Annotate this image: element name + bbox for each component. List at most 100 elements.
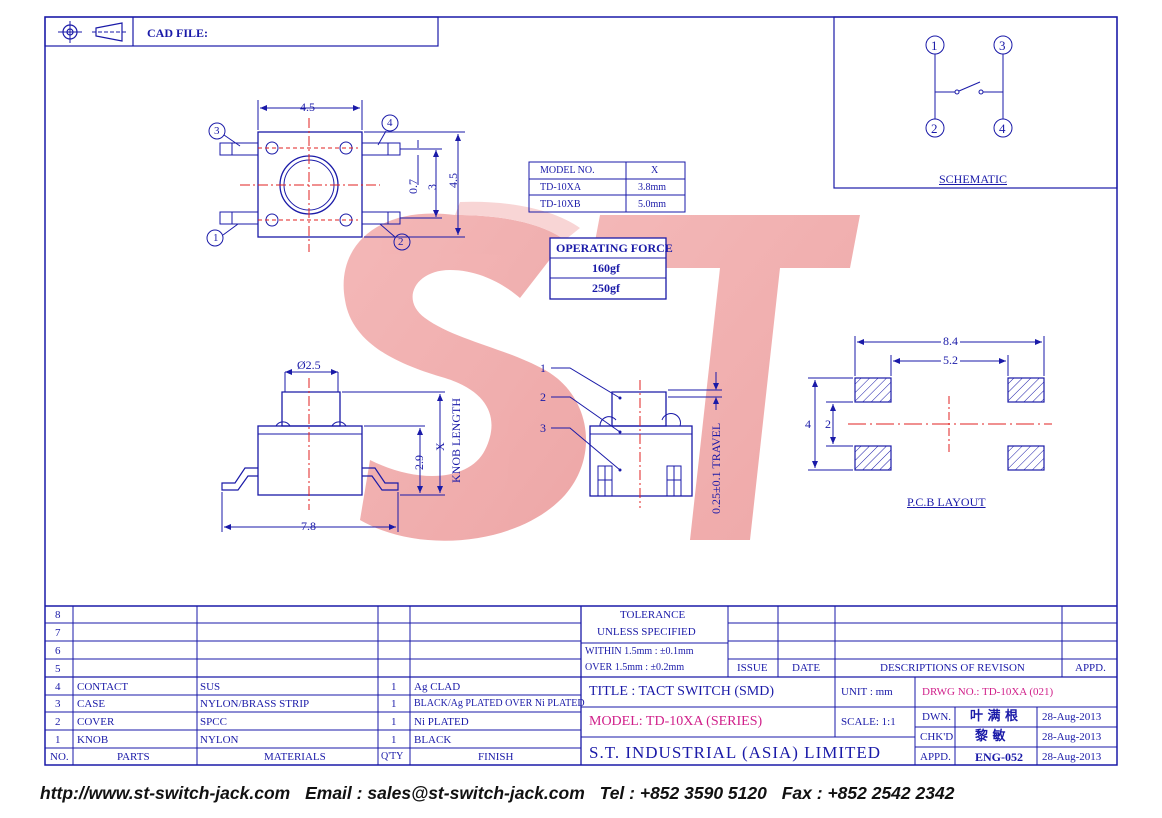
scale-label: SCALE: 1:1	[841, 716, 896, 728]
bom-finish: BLACK/Ag PLATED OVER Ni PLATED	[414, 698, 585, 709]
bom-no: 2	[55, 716, 61, 728]
projection-cone-icon	[95, 22, 123, 42]
cad-file-label: CAD FILE:	[147, 26, 209, 40]
force-row-1: 160gf	[592, 261, 620, 275]
schematic-panel	[833, 16, 1118, 189]
pcb-inner-dim: 5.2	[941, 353, 960, 367]
bom-head-finish: FINISH	[478, 751, 514, 763]
force-table-grid	[549, 237, 667, 300]
model-table-grid	[528, 161, 686, 213]
top-pin-1: 1	[213, 232, 219, 244]
side-view	[221, 369, 445, 532]
pcb-height-dim: 4	[805, 417, 811, 431]
watermark-logo	[343, 201, 860, 541]
email-link[interactable]: Email : sales@st-switch-jack.com	[305, 783, 585, 803]
chk-name: 黎 敏	[975, 729, 1006, 744]
bom-row-8: 8	[55, 609, 61, 621]
dwn-name: 叶 满 根	[970, 709, 1019, 724]
top-pin-3: 3	[214, 125, 220, 137]
tolerance-within: WITHIN 1.5mm : ±0.1mm	[585, 646, 694, 657]
side-span-dim: 7.8	[301, 519, 316, 533]
drawing-title: TITLE : TACT SWITCH (SMD)	[589, 684, 775, 699]
telephone-text: Tel : +852 3590 5120	[599, 783, 767, 803]
pcb-layout	[808, 336, 1052, 471]
revision-date: DATE	[792, 662, 821, 674]
bom-row-6: 6	[55, 645, 61, 657]
revision-desc: DESCRIPTIONS OF REVISON	[880, 662, 1025, 674]
bom-no: 3	[55, 698, 61, 710]
website-link[interactable]: http://www.st-switch-jack.com	[40, 783, 291, 803]
revision-issue: ISSUE	[737, 662, 768, 674]
bom-part: CONTACT	[77, 681, 129, 693]
bom-part: COVER	[77, 716, 115, 728]
bom-finish: Ni PLATED	[414, 716, 469, 728]
side-diameter-dim: Ø2.5	[297, 358, 321, 372]
bom-material: NYLON	[200, 734, 239, 746]
force-head: OPERATING FORCE	[556, 241, 673, 255]
bom-qty: 1	[391, 681, 397, 693]
appd-label: APPD.	[920, 751, 951, 763]
callout-1: 1	[540, 361, 546, 375]
revision-appd: APPD.	[1075, 662, 1106, 674]
pcb-label: P.C.B LAYOUT	[907, 495, 986, 509]
side-knob-dim: X	[433, 442, 447, 451]
top-view	[206, 100, 465, 252]
drawing-number: DRWG NO.: TD-10XA (021)	[922, 686, 1054, 698]
top-pin-4: 4	[387, 117, 393, 129]
top-height-dim: 4.5	[446, 173, 460, 188]
schematic-pin-2: 2	[931, 121, 938, 136]
chk-date: 28-Aug-2013	[1042, 731, 1102, 743]
schematic-label: SCHEMATIC	[939, 172, 1008, 186]
travel-dim: 0.25±0.1 TRAVEL	[709, 422, 723, 514]
tolerance-title: TOLERANCE	[620, 609, 686, 621]
bom-head-materials: MATERIALS	[264, 751, 326, 763]
top-pitch-dim: 3	[425, 184, 439, 190]
bom-finish: Ag CLAD	[414, 681, 461, 693]
model-head-x: X	[651, 165, 659, 176]
pcb-pitch-dim: 2	[825, 417, 831, 431]
callout-2: 2	[540, 390, 546, 404]
top-width-dim: 4.5	[300, 100, 315, 114]
schematic-pin-4: 4	[999, 121, 1006, 136]
bom-row-5: 5	[55, 663, 61, 675]
title-block-grid	[45, 605, 1117, 765]
pcb-overall-dim: 8.4	[941, 334, 960, 348]
dwn-label: DWN.	[922, 711, 952, 723]
model-head-model: MODEL NO.	[540, 165, 595, 176]
bom-no: 1	[55, 734, 61, 746]
bom-head-parts: PARTS	[117, 751, 150, 763]
appd-date: 28-Aug-2013	[1042, 751, 1102, 763]
fax-text: Fax : +852 2542 2342	[781, 783, 955, 803]
bom-material: NYLON/BRASS STRIP	[200, 698, 310, 710]
model-row-2-name: TD-10XB	[540, 199, 581, 210]
side-knob-label: KNOB LENGTH	[449, 398, 463, 483]
bom-part: KNOB	[77, 734, 109, 746]
model-row-2-x: 5.0mm	[638, 199, 667, 210]
bom-finish: BLACK	[414, 734, 452, 746]
appd-name: ENG-052	[975, 750, 1023, 764]
force-row-2: 250gf	[592, 281, 620, 295]
bom-material: SUS	[200, 681, 221, 693]
bom-qty: 1	[391, 698, 397, 710]
bom-part: CASE	[77, 698, 106, 710]
top-pin-2: 2	[398, 236, 404, 248]
bom-row-7: 7	[55, 627, 61, 639]
model-row-1-x: 3.8mm	[638, 182, 667, 193]
dwn-date: 28-Aug-2013	[1042, 711, 1102, 723]
top-gap-dim: 0.7	[406, 179, 420, 194]
side-height-dim: 2.9	[412, 455, 426, 470]
tolerance-subtitle: UNLESS SPECIFIED	[597, 626, 696, 638]
bom-material: SPCC	[200, 716, 227, 728]
contact-footer: http://www.st-switch-jack.com Email : sa…	[40, 783, 1140, 804]
callout-3: 3	[540, 421, 546, 435]
schematic-pin-1: 1	[931, 38, 938, 53]
cad-header	[44, 16, 439, 47]
bom-qty: 1	[391, 734, 397, 746]
bom-head-no: NO.	[50, 751, 69, 763]
schematic-pin-3: 3	[999, 38, 1006, 53]
company-name: S.T. INDUSTRIAL (ASIA) LIMITED	[589, 743, 882, 762]
model-row-1-name: TD-10XA	[540, 182, 582, 193]
bom-head-qty: Q'TY	[381, 751, 404, 762]
